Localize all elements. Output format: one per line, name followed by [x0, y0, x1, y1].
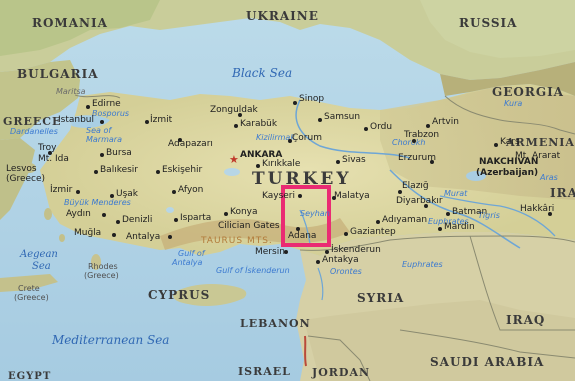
taurus-shading: [160, 218, 350, 250]
romania-land: [0, 0, 160, 56]
city-dot-karabuk: [234, 124, 238, 128]
border-lebanon: [304, 335, 307, 367]
city-dot-adiyaman: [376, 220, 380, 224]
city-dot-kars: [494, 143, 498, 147]
city-dot-bursa: [100, 153, 104, 157]
city-dot-izmir: [76, 190, 80, 194]
city-dot-eskisehir: [156, 170, 160, 174]
border: [469, 235, 575, 331]
city-dot-zonguldak: [238, 113, 242, 117]
city-dot-mardin: [438, 227, 442, 231]
city-dot-erzurum: [430, 160, 434, 164]
island-land: [59, 234, 65, 242]
city-dot-denizli: [116, 220, 120, 224]
city-dot-elazig: [398, 190, 402, 194]
lake-tuz: [224, 168, 240, 176]
city-dot-balikesir: [94, 170, 98, 174]
city-dot-artvin: [426, 124, 430, 128]
island-land: [44, 208, 52, 220]
balkan-land: [0, 60, 80, 140]
cyprus-land: [173, 284, 247, 306]
city-dot-gaziantep: [344, 232, 348, 236]
city-dot-izmit: [145, 120, 149, 124]
city-dot-hakkari: [548, 212, 552, 216]
city-dot-adapazari: [178, 138, 182, 142]
border: [299, 235, 575, 251]
lake-van: [466, 171, 486, 181]
city-dot-usak: [110, 194, 114, 198]
crete-land: [0, 274, 58, 292]
city-dot-kayseri: [298, 194, 302, 198]
city-dot-afyon: [172, 190, 176, 194]
border: [307, 335, 371, 381]
city-dot-diyarbakir: [424, 204, 428, 208]
capital-star-icon: ★: [229, 153, 239, 166]
highlight-box[interactable]: [281, 185, 331, 247]
city-dot-troy: [48, 151, 52, 155]
city-dot-mugla: [112, 233, 116, 237]
border: [399, 329, 575, 359]
lake: [166, 207, 174, 213]
desert-land: [304, 300, 575, 381]
city-dot-malatya: [332, 196, 336, 200]
caucasus: [440, 62, 575, 96]
city-dot-trabzon: [412, 139, 416, 143]
city-dot-sivas: [336, 160, 340, 164]
kizilirmak-river: [295, 99, 411, 159]
city-dot-corum: [288, 139, 292, 143]
city-dot-adana: [296, 227, 300, 231]
city-dot-batman: [446, 212, 450, 216]
city-dot-edirne: [86, 105, 90, 109]
border: [74, 94, 121, 99]
city-dot-konya: [224, 212, 228, 216]
city-dot-istanbul: [100, 120, 104, 124]
border: [444, 95, 575, 135]
city-dot-kirikkale: [256, 164, 260, 168]
seyhan-river: [299, 209, 311, 245]
city-dot-sinop: [293, 101, 297, 105]
city-dot-antakya: [316, 260, 320, 264]
eastern-highlands: [380, 86, 575, 200]
tigris-river: [439, 195, 556, 237]
city-dot-samsun: [318, 118, 322, 122]
rhodes-land: [91, 254, 101, 270]
city-dot-isparta: [174, 218, 178, 222]
city-dot-iskenderun: [325, 250, 329, 254]
orontes-river: [317, 267, 324, 301]
russia-land: [420, 0, 575, 58]
city-dot-mersin: [284, 250, 288, 254]
city-dot-antalya: [168, 235, 172, 239]
city-dot-ordu: [364, 127, 368, 131]
city-dot-aydin: [102, 213, 106, 217]
lesvos-land: [24, 163, 36, 173]
marmara-sea: [70, 115, 110, 128]
greece-land: [0, 138, 35, 220]
